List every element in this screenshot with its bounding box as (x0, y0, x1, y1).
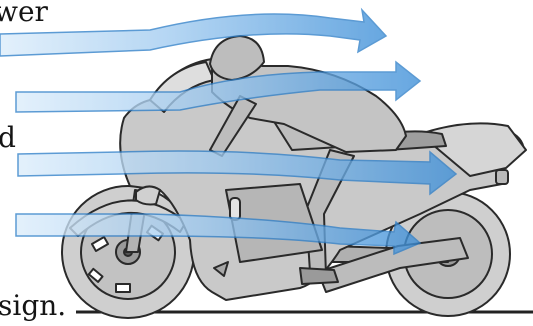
fairing-vent (230, 198, 240, 220)
tail-light (496, 170, 508, 184)
airflow-arrow-1 (0, 10, 386, 56)
mirror (136, 186, 160, 204)
rider-boot (300, 268, 338, 284)
